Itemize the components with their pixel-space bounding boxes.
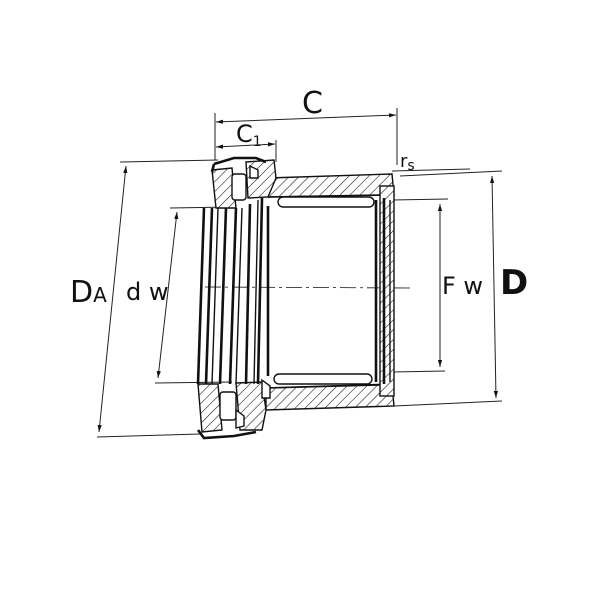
label-d: D [500, 263, 528, 303]
label-fw: F w [442, 272, 483, 300]
label-c1: C1 [236, 120, 262, 150]
needle-bearing-cup [265, 173, 395, 411]
needle-roller-bottom [273, 373, 373, 385]
label-c: C [302, 86, 323, 121]
thrust-bearing-assembly [196, 156, 277, 440]
dimension-labels: C C1 rs DA d w F w D [70, 86, 528, 310]
label-da: DA [70, 275, 107, 310]
label-rs: rs [400, 151, 415, 174]
needle-roller-top [277, 196, 375, 208]
label-dw: d w [126, 278, 169, 306]
